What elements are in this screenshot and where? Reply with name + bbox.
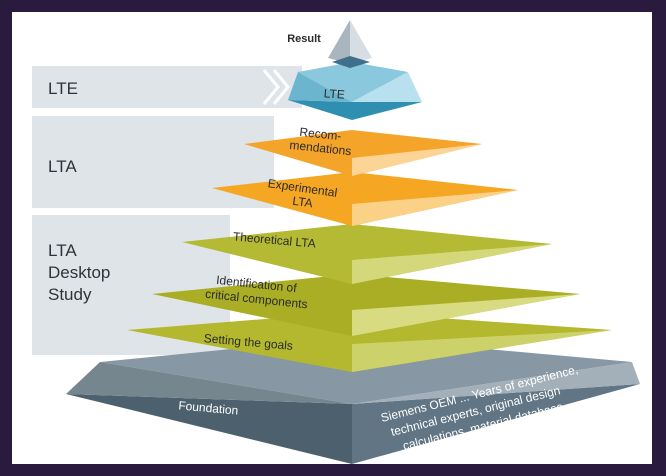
layer-recommendations-shade: [352, 144, 482, 176]
foundation-left-top: [66, 362, 352, 404]
stage-label-2: Desktop: [48, 263, 110, 282]
foundation-label: Foundation: [178, 398, 239, 417]
lte-layer: [288, 62, 422, 120]
layer-theoretical-lta-shade: [352, 244, 552, 284]
pyramid-apex: [328, 20, 372, 68]
chevron-right-icon: [262, 69, 280, 105]
layer-critical-components: [152, 274, 580, 336]
layer-setting-goals-shade: [352, 330, 612, 372]
layer-recommendations: [244, 130, 482, 176]
stage-band-lte: [32, 66, 302, 108]
lta-layers: [212, 130, 518, 226]
layer-setting-goals: [127, 312, 612, 372]
stage-label-0: LTE: [48, 79, 78, 98]
apex-left: [328, 20, 350, 64]
layer-lte-left: [288, 72, 352, 102]
layer-label-1: mendations: [289, 138, 352, 158]
layer-experimental-lta-shade: [352, 190, 518, 226]
stage-label-1: LTA: [48, 157, 77, 176]
layer-theoretical-lta: [182, 224, 552, 284]
layer-lte-bottom: [288, 100, 422, 120]
apex-connector: [332, 56, 370, 68]
layer-critical-components-shade: [352, 294, 580, 336]
apex-right: [350, 20, 372, 64]
chevron-right-icon: [272, 69, 290, 105]
foundation-right-top: [352, 362, 640, 404]
foundation-left-face: [66, 394, 352, 464]
layer-label-1: Recom-: [299, 125, 342, 143]
stage-bands: [32, 66, 302, 355]
stage-label-2: LTA: [48, 241, 77, 260]
layer-label-0: LTE: [323, 86, 345, 101]
desktop-layers: [127, 224, 612, 372]
foundation-right-face: [352, 384, 640, 464]
layer-lte-top: [298, 62, 408, 102]
layer-label-2: LTA: [292, 194, 314, 211]
stage-label-2: Study: [48, 285, 92, 304]
foundation-layer: [66, 337, 640, 464]
foundation-top-face: [100, 337, 632, 404]
layer-lte-shade: [352, 72, 422, 102]
layer-experimental-lta: [212, 172, 518, 226]
result-label: Result: [287, 33, 321, 45]
